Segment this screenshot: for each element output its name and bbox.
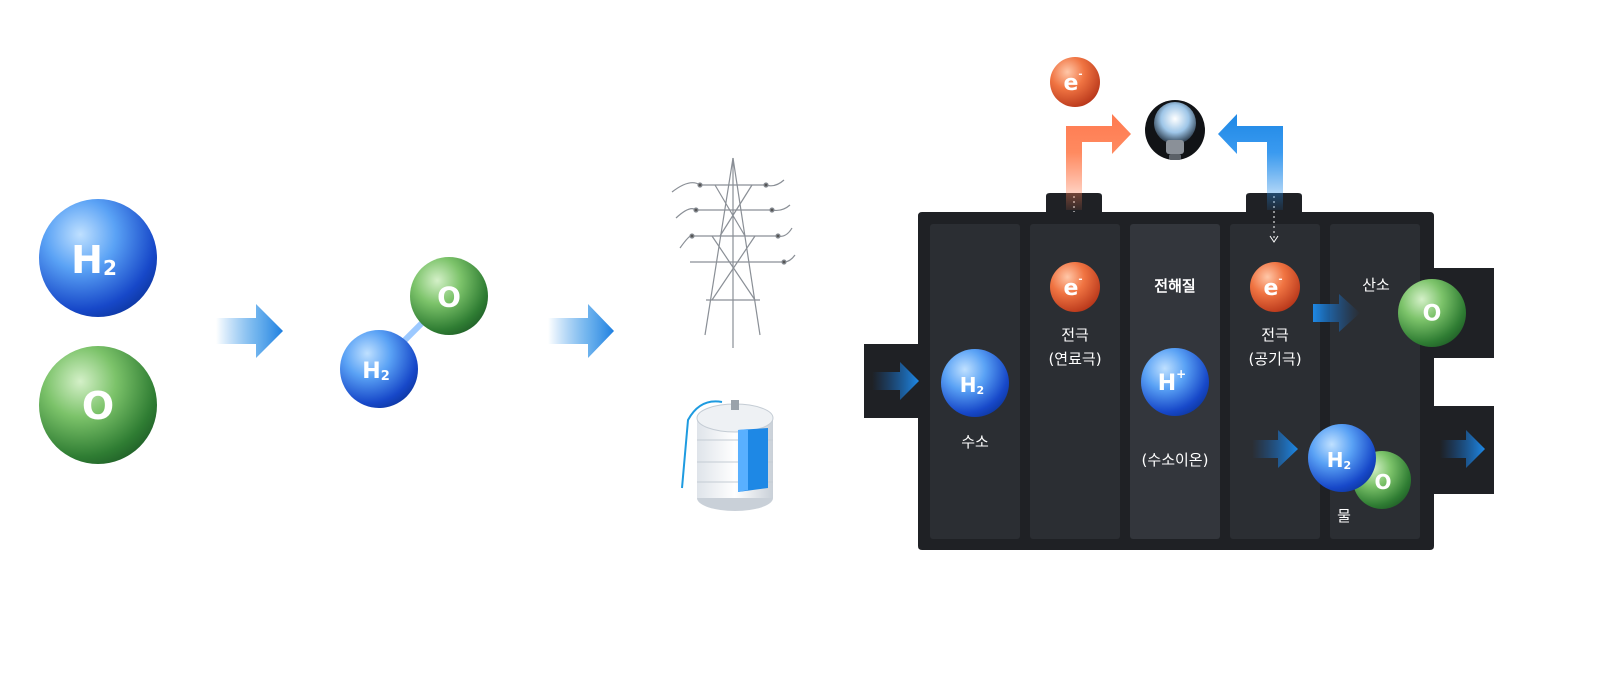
svg-text:H2: H2 — [1327, 448, 1351, 472]
electron-flow-arrow — [1066, 114, 1131, 210]
oxygen-caption: 산소 — [1362, 276, 1390, 294]
svg-text:H2: H2 — [362, 359, 389, 384]
column-air-electrode — [1230, 224, 1320, 539]
hydrogen-ion-caption: (수소이온) — [1142, 451, 1209, 469]
molecule-hydrogen-atom: H2 — [340, 330, 418, 408]
hydrogen-caption: 수소 — [961, 433, 989, 451]
svg-text:e-: e- — [1263, 274, 1282, 301]
step1-atoms: H2 O — [39, 199, 157, 464]
water-caption: 물 — [1337, 507, 1351, 525]
circuit-dotted-arrowhead — [1269, 235, 1279, 243]
fuel-cell: H2 수소 e- 전극 (연료극) 전해질 H+ (수소이온) e- — [864, 57, 1494, 550]
svg-text:H2: H2 — [960, 373, 984, 397]
svg-text:O: O — [1374, 470, 1391, 494]
power-tower-icon — [671, 157, 796, 348]
svg-text:H+: H+ — [1158, 367, 1186, 396]
hydrogen-atom: H2 — [39, 199, 157, 317]
oxygen-inflow-arrow — [1313, 294, 1360, 332]
svg-text:O: O — [1423, 302, 1442, 327]
flow-arrow-2 — [548, 304, 614, 358]
oxygen-atom: O — [39, 346, 157, 464]
cell-hydrogen-atom: H2 — [941, 349, 1009, 417]
column-fuel-electrode — [1030, 224, 1120, 539]
svg-text:O: O — [437, 281, 461, 314]
air-electrode-caption-line1: 전극 — [1261, 326, 1289, 344]
hydrogen-ion: H+ — [1141, 348, 1209, 416]
step2-molecule: O H2 — [340, 257, 488, 408]
svg-text:e-: e- — [1063, 274, 1082, 301]
water-tank-icon — [681, 400, 774, 511]
hydrogen-input-arrow — [872, 362, 919, 400]
svg-text:e-: e- — [1063, 69, 1082, 96]
return-flow-arrow — [1218, 114, 1283, 210]
top-electron: e- — [1050, 57, 1100, 107]
electrolyte-header: 전해질 — [1154, 277, 1195, 295]
water-output-arrow — [1440, 430, 1485, 468]
fuel-electrode-electron: e- — [1050, 262, 1100, 312]
svg-text:H2: H2 — [71, 238, 117, 282]
air-electrode-caption-line2: (공기극) — [1248, 350, 1301, 368]
flow-arrow-1 — [216, 304, 283, 358]
water-flow-arrow — [1252, 430, 1298, 468]
light-bulb-icon — [1145, 100, 1205, 160]
air-electrode-electron: e- — [1250, 262, 1300, 312]
cell-oxygen-atom: O — [1398, 279, 1466, 347]
molecule-oxygen-atom: O — [410, 257, 488, 335]
water-molecule: O H2 — [1308, 424, 1411, 509]
fuel-electrode-caption-line2: (연료극) — [1048, 350, 1101, 368]
fuel-electrode-caption-line1: 전극 — [1061, 326, 1089, 344]
svg-text:O: O — [82, 384, 114, 428]
